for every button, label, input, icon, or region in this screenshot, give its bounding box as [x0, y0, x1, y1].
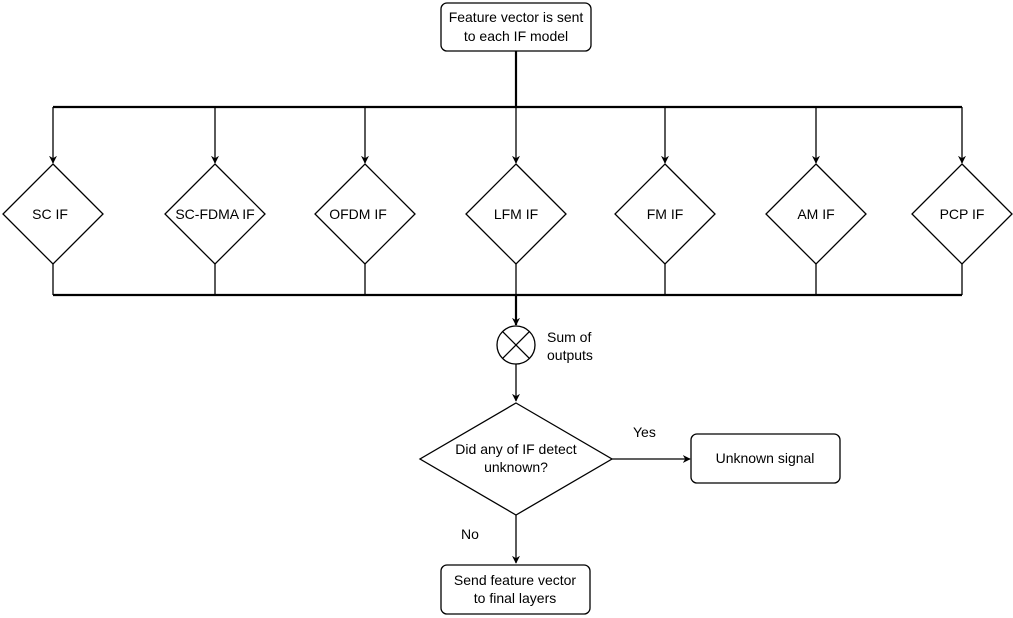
yes-label: Yes: [633, 424, 656, 440]
model-pcp-if: PCP IF: [911, 163, 1013, 265]
model-am-if: AM IF: [765, 163, 867, 265]
model-sc-fdma-if: SC-FDMA IF: [164, 163, 266, 265]
final-layers-node: Send feature vector to final layers: [440, 564, 591, 615]
unknown-signal-node: Unknown signal: [690, 433, 841, 484]
model-label: AM IF: [797, 206, 834, 222]
sum-cross-line-b: [502, 331, 530, 359]
model-label: OFDM IF: [329, 206, 387, 222]
model-label: SC-FDMA IF: [175, 206, 254, 222]
final-layers-line2: to final layers: [474, 590, 556, 606]
model-fm-if: FM IF: [614, 163, 716, 265]
start-node: Feature vector is sent to each IF model: [440, 2, 592, 52]
start-node-line1: Feature vector is sent: [449, 9, 584, 25]
decision-line1: Did any of IF detect: [455, 441, 577, 457]
final-layers-line1: Send feature vector: [454, 572, 577, 588]
no-label: No: [461, 526, 479, 542]
model-ofdm-if: OFDM IF: [314, 163, 416, 265]
decision-line2: unknown?: [484, 459, 548, 475]
fan-out-connectors: [49, 51, 966, 164]
fan-in-connectors: [52, 264, 963, 326]
model-lfm-if: LFM IF: [465, 163, 567, 265]
model-label: LFM IF: [494, 206, 538, 222]
sum-label-line2: outputs: [547, 347, 593, 363]
model-sc-if: SC IF: [2, 163, 104, 265]
start-node-line2: to each IF model: [464, 28, 568, 44]
sum-label-line1: Sum of: [547, 329, 591, 345]
model-label: PCP IF: [940, 206, 985, 222]
sum-junction: [496, 325, 536, 365]
model-label: FM IF: [647, 206, 684, 222]
decision-node: Did any of IF detect unknown?: [418, 402, 614, 516]
unknown-signal-label: Unknown signal: [716, 450, 815, 466]
model-label: SC IF: [32, 206, 68, 222]
